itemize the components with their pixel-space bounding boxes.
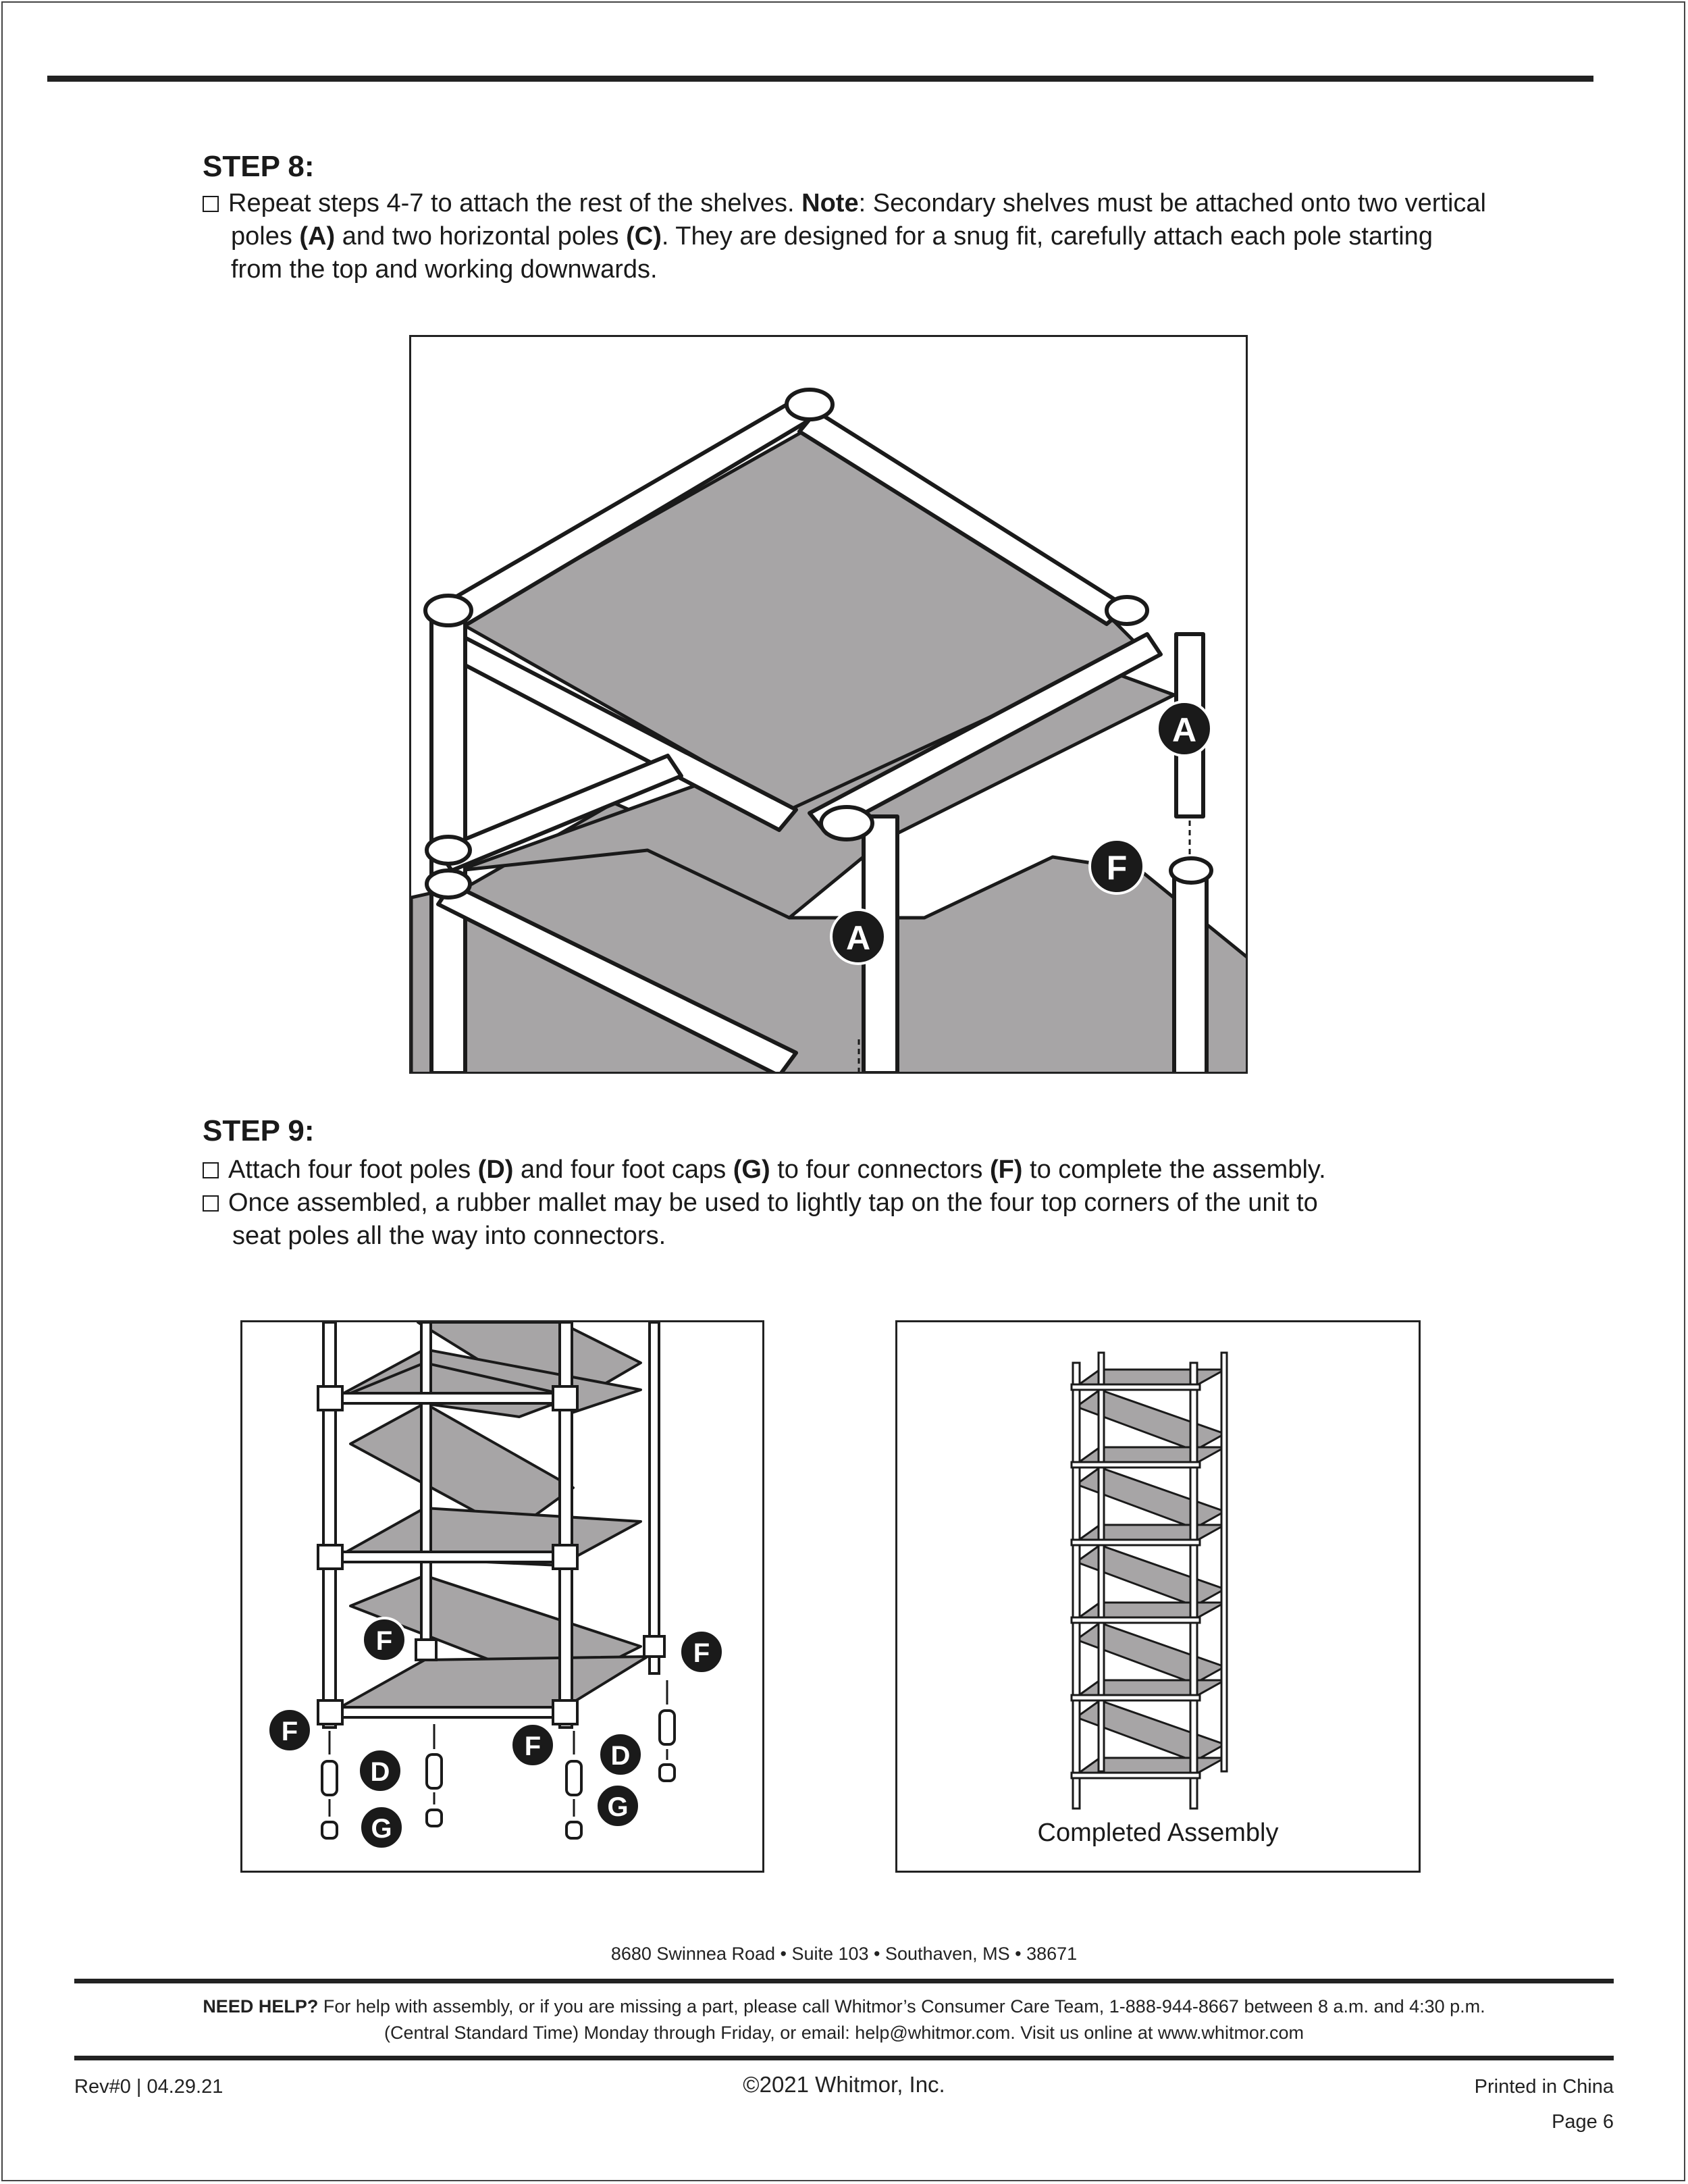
need-help-label: NEED HELP? [203, 1996, 318, 2017]
svg-text:D: D [611, 1741, 631, 1771]
top-rule [47, 76, 1593, 82]
shelf-rail [1072, 1695, 1200, 1700]
foot-assembly-illustration: F F F F D D G G [242, 1322, 764, 1873]
svg-text:G: G [371, 1814, 392, 1844]
part-ref-d: (D) [478, 1155, 514, 1184]
step9-text: to four connectors [770, 1155, 990, 1184]
step9-figure-left: F F F F D D G G [240, 1320, 764, 1873]
completed-unit-illustration [897, 1322, 1421, 1873]
part-ref-a: (A) [299, 222, 335, 251]
checkbox-icon [203, 1162, 219, 1178]
step8-line1: Repeat steps 4-7 to attach the rest of t… [203, 186, 1486, 220]
step9-figure-right: Completed Assembly [895, 1320, 1421, 1873]
help-text: For help with assembly, or if you are mi… [318, 1996, 1485, 2017]
completed-assembly-caption: Completed Assembly [897, 1819, 1419, 1848]
part-ref-g: (G) [733, 1155, 770, 1184]
step8-text: : Secondary shelves must be attached ont… [859, 189, 1486, 217]
part-label-f-2: F [680, 1630, 723, 1673]
part-label-f-1: F [363, 1618, 406, 1661]
step8-line3: from the top and working downwards. [204, 253, 658, 286]
step9-text: and four foot caps [513, 1155, 733, 1184]
step9-text: Once assembled, a rubber mallet may be u… [228, 1189, 1318, 1217]
note-label: Note [801, 189, 858, 217]
part-label-a-center: A [831, 910, 885, 964]
footer-rule-2 [74, 2056, 1614, 2060]
step8-illustration: A A F [411, 337, 1248, 1074]
part-label-g-2: G [596, 1784, 639, 1827]
step9-bullet2-line2: seat poles all the way into connectors. [205, 1219, 666, 1253]
shelf-rail [1072, 1540, 1200, 1545]
step9-title: STEP 9: [203, 1114, 314, 1148]
checkbox-icon [203, 1195, 219, 1212]
svg-text:G: G [607, 1792, 628, 1822]
step8-figure: A A F [409, 335, 1248, 1074]
page-number: Page 6 [1552, 2111, 1614, 2133]
address: 8680 Swinnea Road • Suite 103 • Southave… [0, 1944, 1688, 1965]
part-label-d-1: D [359, 1749, 402, 1792]
part-label-f-3: F [268, 1709, 311, 1752]
svg-text:D: D [371, 1757, 390, 1787]
checkbox-icon [203, 196, 219, 212]
svg-text:F: F [693, 1638, 710, 1668]
svg-text:F: F [376, 1626, 392, 1656]
step8-line2: poles (A) and two horizontal poles (C). … [204, 219, 1433, 253]
part-label-g-1: G [360, 1806, 403, 1849]
help-line-1: NEED HELP? For help with assembly, or if… [0, 1996, 1688, 2017]
svg-text:F: F [282, 1717, 298, 1746]
step8-text: Repeat steps 4-7 to attach the rest of t… [228, 189, 801, 217]
part-label-d-2: D [599, 1733, 642, 1776]
step9-bullet2: Once assembled, a rubber mallet may be u… [203, 1186, 1318, 1220]
svg-text:F: F [525, 1732, 541, 1761]
printed-in: Printed in China [1475, 2076, 1614, 2098]
svg-text:A: A [846, 919, 870, 957]
step8-title: STEP 8: [203, 150, 314, 184]
footer-rule-1 [74, 1979, 1614, 1983]
part-label-f: F [1090, 839, 1144, 893]
step8-text: . They are designed for a snug fit, care… [662, 222, 1433, 251]
help-line-2: (Central Standard Time) Monday through F… [0, 2023, 1688, 2044]
step8-text: poles [231, 222, 299, 251]
step9-text: to complete the assembly. [1022, 1155, 1325, 1184]
shelf-rail [1072, 1773, 1200, 1778]
shelf-rail [1072, 1617, 1200, 1623]
part-ref-c: (C) [626, 222, 662, 251]
step9-text: Attach four foot poles [228, 1155, 478, 1184]
svg-text:A: A [1172, 711, 1196, 749]
part-ref-f: (F) [990, 1155, 1023, 1184]
part-label-f-4: F [511, 1723, 554, 1767]
shelf-rail [1072, 1384, 1200, 1390]
step8-text: and two horizontal poles [335, 222, 626, 251]
part-label-a-right: A [1157, 702, 1211, 756]
copyright: ©2021 Whitmor, Inc. [0, 2072, 1688, 2098]
shelf-rail [1072, 1462, 1200, 1467]
svg-text:F: F [1107, 849, 1128, 887]
step9-bullet1: Attach four foot poles (D) and four foot… [203, 1153, 1326, 1187]
